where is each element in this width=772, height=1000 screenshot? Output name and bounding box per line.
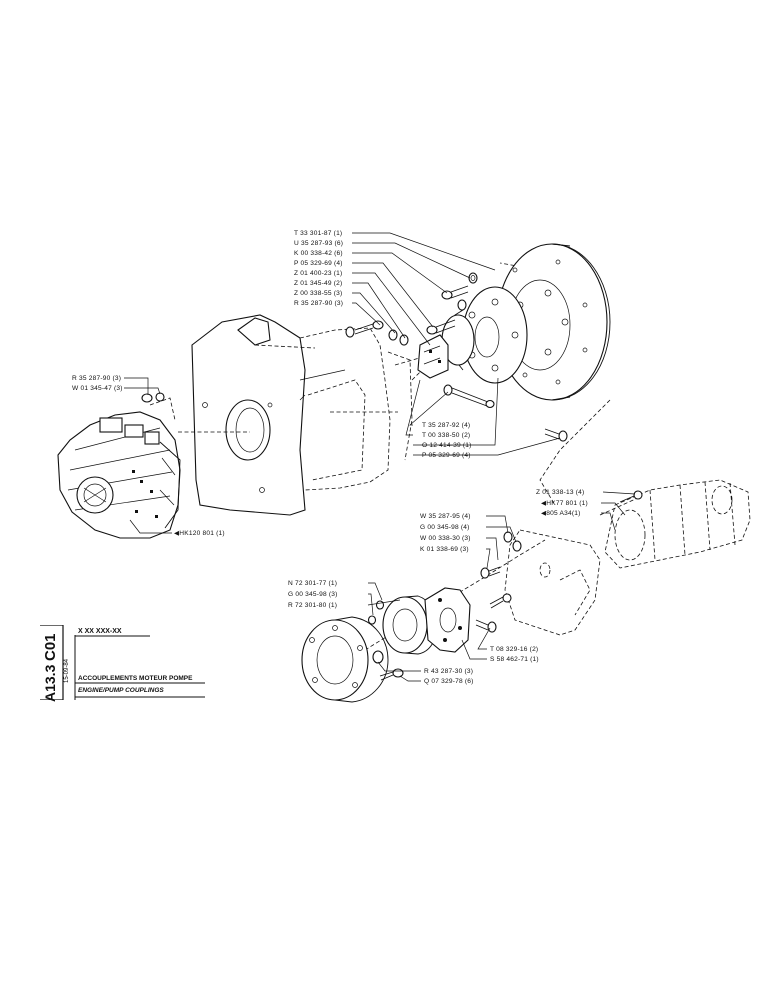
- upper-fasteners: [141, 272, 568, 442]
- callout-label: K 00 338-42 (6): [294, 250, 343, 257]
- callout-label: R 43 287-30 (3): [424, 668, 473, 675]
- page-code-rotated: A13.3: [42, 664, 58, 702]
- callouts-bracket-group: W 35 287-95 (4) G 00 345-98 (4) W 00 338…: [420, 513, 471, 553]
- callouts-coupling-left-group: N 72 301-77 (1) G 00 345-98 (3) R 72 301…: [288, 580, 338, 609]
- callout-label: G 00 345-98 (3): [288, 591, 338, 598]
- bell-housing-drawing: [191, 314, 413, 516]
- bracket-fasteners: [475, 490, 643, 633]
- callout-label: W 00 338-30 (3): [420, 535, 471, 542]
- title-french: ACCOUPLEMENTS MOTEUR POMPE: [78, 675, 193, 682]
- flywheel-flange-drawing: [496, 243, 611, 401]
- pump-bracket-drawing: [504, 529, 601, 636]
- date-label: 15-09-84: [64, 658, 70, 683]
- coupling-hub-upper-drawing: [417, 286, 528, 384]
- callout-label: T 00 338-50 (2): [422, 432, 470, 439]
- callout-label: W 01 345-47 (3): [72, 385, 123, 392]
- bolt-long: [443, 384, 495, 409]
- callout-label: T 08 329-16 (2): [490, 646, 538, 653]
- callout-label: W 35 287-95 (4): [420, 513, 471, 520]
- screw-left: [345, 320, 384, 338]
- callout-label: G 00 345-98 (4): [420, 524, 470, 531]
- callout-label: ◀HK77 801 (1): [541, 500, 588, 507]
- callout-label: S 58 462-71 (1): [490, 656, 539, 663]
- nut-left: [141, 392, 165, 403]
- callout-label: Z 01 345-49 (2): [294, 280, 342, 287]
- callout-label: R 35 287-90 (3): [72, 375, 121, 382]
- bolt-lower-right: [544, 428, 568, 442]
- callout-label: R 72 301-80 (1): [288, 602, 337, 609]
- title-block: C01 15-09-84 X XX XXX-XX ACCOUPLEMENTS M…: [40, 625, 210, 700]
- callouts-right-lower-group: T 35 287-92 (4) T 00 338-50 (2) O 12 414…: [422, 422, 472, 459]
- callouts-coupling-right-group: T 08 329-16 (2) S 58 462-71 (1): [490, 646, 539, 663]
- callout-label: Z 00 338-55 (3): [294, 290, 342, 297]
- callouts-coupling-bottom-group: R 43 287-30 (3) Q 07 329-78 (6): [424, 668, 474, 685]
- callout-label: ◀805 A34(1): [541, 510, 581, 517]
- callout-label: T 33 301-87 (1): [294, 230, 342, 237]
- bolt-top-1: [441, 285, 469, 300]
- callout-label: N 72 301-77 (1): [288, 580, 337, 587]
- callout-label: O 12 414-39 (1): [422, 442, 472, 449]
- callout-label: U 35 287-93 (6): [294, 240, 343, 247]
- title-block-frame: [40, 625, 205, 700]
- callouts-pump-group: Z 01 338-13 (4) ◀HK77 801 (1) ◀805 A34(1…: [536, 489, 588, 517]
- leader-lines: [124, 232, 636, 682]
- engine-reference-label: ◀HK120 801 (1): [174, 530, 225, 537]
- engine-drawing: [57, 411, 181, 539]
- callout-label: R 35 287-90 (3): [294, 300, 343, 307]
- nut-top-1: [468, 272, 478, 284]
- callout-label: Z 01 338-13 (4): [536, 489, 584, 496]
- callouts-top-group: T 33 301-87 (1) U 35 287-93 (6) K 00 338…: [294, 230, 343, 307]
- callout-label: T 35 287-92 (4): [422, 422, 470, 429]
- reference-number: X XX XXX-XX: [78, 628, 122, 635]
- section-code: C01: [42, 633, 59, 661]
- bolt-top-2: [426, 319, 456, 335]
- washer-stack: [388, 329, 409, 346]
- callout-label: P 05 329-69 (4): [294, 260, 343, 267]
- callouts-left-group: R 35 287-90 (3) W 01 345-47 (3): [72, 375, 123, 392]
- callout-label: Q 07 329-78 (6): [424, 678, 474, 685]
- nut-top-2: [457, 299, 467, 311]
- hydraulic-pump-drawing: [604, 479, 751, 569]
- title-english: ENGINE/PUMP COUPLINGS: [78, 687, 164, 694]
- callout-label: P 05 329-69 (4): [422, 452, 471, 459]
- lower-coupling-drawing: [301, 587, 471, 703]
- callout-label: K 01 338-69 (3): [420, 546, 469, 553]
- callout-label: Z 01 400-23 (1): [294, 270, 342, 277]
